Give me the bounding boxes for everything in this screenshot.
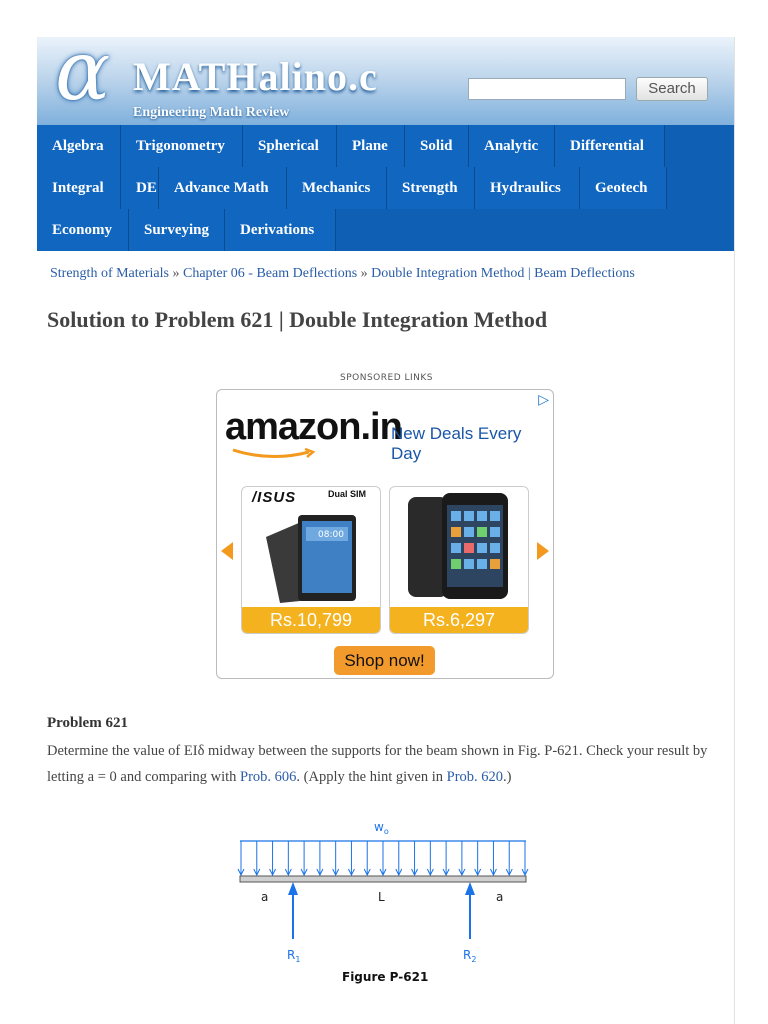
nav-item-spherical[interactable]: Spherical [243, 125, 337, 167]
ad-product-tablet[interactable]: /ISUS Dual SIM 08:00 Rs.10,799 [241, 486, 381, 634]
problem-heading: Problem 621 [47, 715, 128, 731]
load-arrowhead [458, 868, 466, 877]
site-tagline: Engineering Math Review [133, 105, 290, 120]
load-arrowhead [269, 868, 277, 877]
alpha-logo-icon[interactable]: α [55, 37, 111, 119]
load-arrowhead [347, 868, 355, 877]
breadcrumb-link-strength-of-materials[interactable]: Strength of Materials [50, 266, 169, 281]
nav-item-de[interactable]: DE [121, 167, 159, 209]
nav-item-algebra[interactable]: Algebra [37, 125, 121, 167]
breadcrumb-separator: » [172, 266, 180, 281]
load-arrowhead [379, 868, 387, 877]
load-arrowhead [474, 868, 482, 877]
problem-text-1: Determine the value of EIδ midway betwee… [47, 743, 708, 785]
product-price: Rs.6,297 [390, 607, 528, 633]
adchoices-icon[interactable]: ▷ [538, 393, 549, 408]
nav-item-geotech[interactable]: Geotech [580, 167, 667, 209]
reaction-r2-arrowhead [465, 882, 475, 895]
breadcrumb-separator: » [360, 266, 368, 281]
load-arrowhead [332, 868, 340, 877]
nav-item-analytic[interactable]: Analytic [469, 125, 555, 167]
carousel-next-icon[interactable] [537, 542, 549, 560]
beam [239, 875, 527, 883]
figure-p-621: wo a L a R1 R2 Figure P-621 [237, 820, 529, 984]
nav-item-mechanics[interactable]: Mechanics [287, 167, 387, 209]
load-arrowhead [253, 868, 261, 877]
shop-now-button[interactable]: Shop now! [334, 646, 435, 675]
right-span-label: a [496, 890, 503, 904]
load-arrowhead [316, 868, 324, 877]
nav-item-strength[interactable]: Strength [387, 167, 475, 209]
distributed-load-arrows [237, 841, 529, 877]
svg-text:08:00: 08:00 [318, 530, 344, 540]
main-nav: Algebra Trigonometry Spherical Plane Sol… [37, 125, 734, 251]
load-arrowhead [442, 868, 450, 877]
nav-item-differential[interactable]: Differential [555, 125, 665, 167]
product-price: Rs.10,799 [242, 607, 380, 633]
ad-product-phone[interactable]: Rs.6,297 [389, 486, 529, 634]
nav-item-trigonometry[interactable]: Trigonometry [121, 125, 243, 167]
carousel-prev-icon[interactable] [221, 542, 233, 560]
nav-row-2: Integral DE Advance Math Mechanics Stren… [37, 167, 667, 209]
reaction-r2-label: R2 [463, 948, 476, 964]
tablet-image: 08:00 [266, 515, 356, 603]
middle-span-label: L [378, 890, 385, 904]
load-arrowhead [284, 868, 292, 877]
nav-row-3: Economy Surveying Derivations [37, 209, 336, 251]
left-span-label: a [261, 890, 268, 904]
link-prob-606[interactable]: Prob. 606 [240, 769, 297, 785]
breadcrumb-link-chapter-06[interactable]: Chapter 06 - Beam Deflections [182, 266, 358, 281]
figure-caption: Figure P-621 [342, 970, 428, 984]
breadcrumb: Strength of Materials » Chapter 06 - Bea… [50, 266, 635, 282]
nav-row-1: Algebra Trigonometry Spherical Plane Sol… [37, 125, 665, 167]
nav-item-integral[interactable]: Integral [37, 167, 121, 209]
page-title: Solution to Problem 621 | Double Integra… [47, 307, 548, 332]
reaction-r1-arrowhead [288, 882, 298, 895]
load-arrowhead [363, 868, 371, 877]
nav-item-advance-math[interactable]: Advance Math [159, 167, 287, 209]
load-arrowhead [411, 868, 419, 877]
nav-item-surveying[interactable]: Surveying [129, 209, 225, 251]
load-arrowhead [489, 868, 497, 877]
reaction-r1-label: R1 [287, 948, 300, 964]
phone-image [408, 493, 508, 599]
amazon-logo[interactable]: amazon.in [225, 406, 403, 448]
site-name[interactable]: MATHalino.c [133, 54, 378, 99]
dual-sim-badge: Dual SIM [328, 489, 367, 499]
nav-item-solid[interactable]: Solid [405, 125, 469, 167]
load-arrowhead [300, 868, 308, 877]
problem-text-3: .) [503, 769, 512, 785]
load-label: wo [374, 820, 389, 836]
search-button[interactable]: Search [636, 77, 708, 101]
load-arrowhead [237, 868, 245, 877]
site-header: α MATHalino.c Engineering Math Review Se… [37, 37, 734, 125]
link-prob-620[interactable]: Prob. 620 [446, 769, 504, 785]
load-arrowhead [426, 868, 434, 877]
amazon-smile-icon [232, 448, 316, 459]
nav-item-economy[interactable]: Economy [37, 209, 129, 251]
page: α MATHalino.c Engineering Math Review Se… [37, 37, 735, 1024]
load-arrowhead [395, 868, 403, 877]
ad-tagline[interactable]: New Deals Every Day [391, 424, 522, 463]
nav-item-derivations[interactable]: Derivations [225, 209, 336, 251]
load-arrowhead [505, 868, 513, 877]
search-input[interactable] [468, 78, 626, 100]
nav-item-plane[interactable]: Plane [337, 125, 405, 167]
problem-text: Determine the value of EIδ midway betwee… [47, 738, 727, 790]
nav-item-hydraulics[interactable]: Hydraulics [475, 167, 580, 209]
problem-text-2: . (Apply the hint given in [296, 769, 447, 785]
sponsored-label: SPONSORED LINKS [340, 373, 433, 383]
breadcrumb-link-double-integration[interactable]: Double Integration Method | Beam Deflect… [371, 266, 635, 281]
load-arrowhead [521, 868, 529, 877]
amazon-ad-banner[interactable]: ▷ amazon.in New Deals Every Day /ISUS Du… [216, 389, 554, 679]
asus-logo: /ISUS [252, 489, 297, 506]
